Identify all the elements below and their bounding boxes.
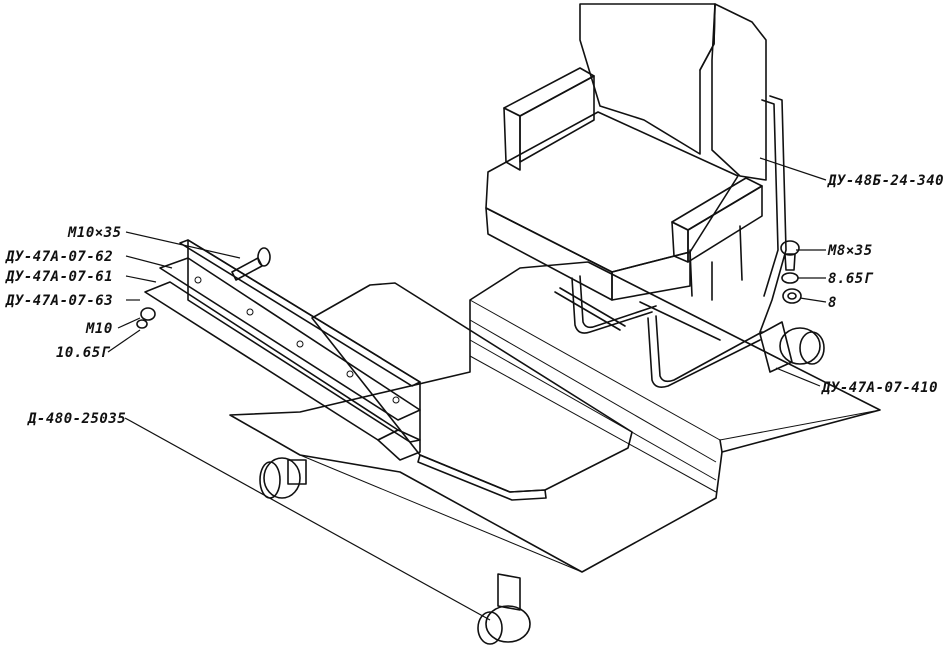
nut-8 xyxy=(782,288,802,304)
rubber-mat xyxy=(311,282,633,501)
bolt-m10x35 xyxy=(231,247,271,281)
label-d480-25035: Д-480-25035 xyxy=(27,411,126,427)
armrest-left xyxy=(503,67,595,171)
label-du47a-07-62: ДУ-47А-07-62 xyxy=(5,249,113,265)
label-du47a-07-410: ДУ-47А-07-410 xyxy=(821,380,938,396)
label-m10: M10 xyxy=(85,321,113,337)
rubber-foot-right xyxy=(759,321,825,373)
label-du47a-07-61: ДУ-47А-07-61 xyxy=(5,269,113,285)
callout-labels: M10×35 ДУ-47А-07-62 ДУ-47А-07-61 ДУ-47А-… xyxy=(5,173,944,427)
label-du48b-24-340: ДУ-48Б-24-340 xyxy=(827,173,944,189)
seat-cushion xyxy=(485,111,739,301)
armrest-right xyxy=(671,177,763,263)
label-m10x35: M10×35 xyxy=(67,225,122,241)
label-du47a-07-63: ДУ-47А-07-63 xyxy=(5,293,113,309)
rubber-foot-bottom xyxy=(477,573,531,645)
rubber-foot-left xyxy=(259,457,307,499)
washer-865g xyxy=(781,272,799,284)
leader-lines xyxy=(107,157,827,621)
label-8: 8 xyxy=(828,295,837,311)
seat-frame-tubes xyxy=(554,95,787,388)
front-sill-bar xyxy=(144,239,421,461)
label-10-65g: 10.65Г xyxy=(56,345,111,361)
label-8-65g: 8.65Г xyxy=(828,271,874,287)
label-m8x35: M8×35 xyxy=(827,243,873,259)
floor-plate xyxy=(229,261,881,573)
nut-m10-and-washer xyxy=(136,307,156,329)
backrest xyxy=(579,3,767,181)
bolt-m8x35 xyxy=(780,240,800,271)
